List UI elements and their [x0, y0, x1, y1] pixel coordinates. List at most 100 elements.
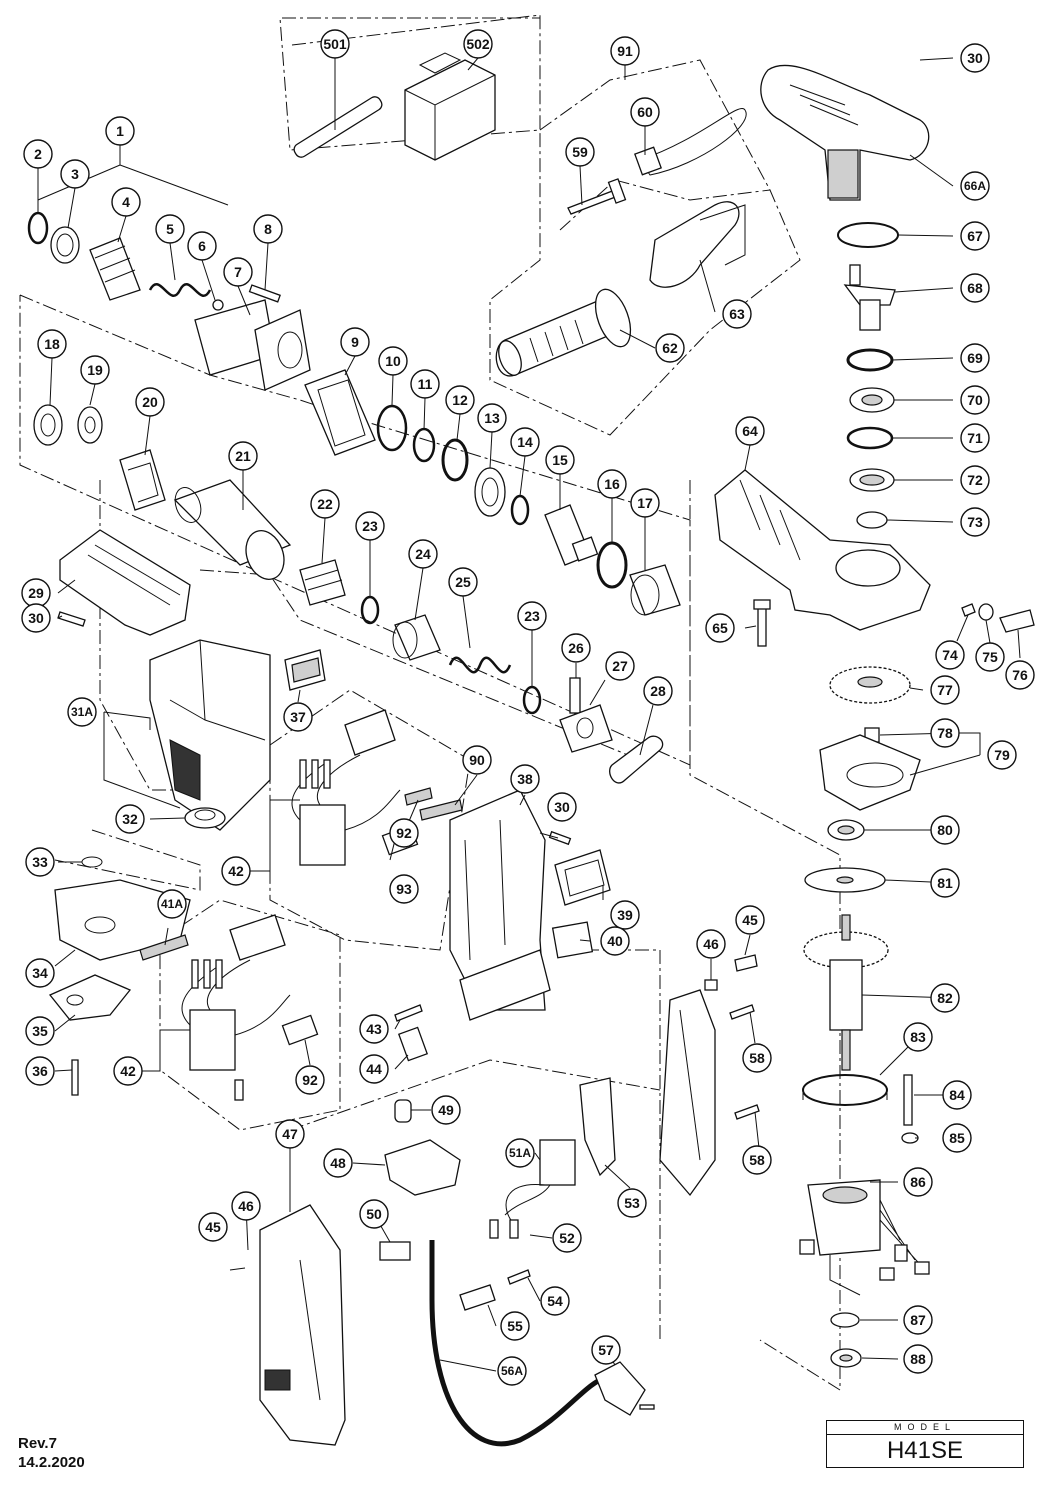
callout-22: 22: [310, 489, 340, 519]
svg-text:80: 80: [937, 822, 953, 838]
callout-37: 37: [283, 702, 313, 732]
svg-text:88: 88: [910, 1351, 926, 1367]
callout-31a: 31A: [67, 697, 97, 727]
callout-58b: 58: [742, 1145, 772, 1175]
cover-29-illustration: [59, 529, 191, 636]
callout-77: 77: [930, 675, 960, 705]
callout-13: 13: [477, 403, 507, 433]
bolt-84-illustration: [903, 1074, 913, 1126]
callout-17: 17: [630, 488, 660, 518]
rear-handle-cover-illustration: [760, 64, 930, 201]
callout-85: 85: [942, 1123, 972, 1153]
svg-text:44: 44: [366, 1061, 382, 1077]
revision-label: Rev.7: [18, 1435, 57, 1452]
screw-58b-illustration: [734, 1104, 760, 1120]
bolt-65-illustration: [753, 599, 771, 647]
svg-text:66A: 66A: [964, 179, 986, 193]
spring-5-illustration: [148, 282, 212, 298]
svg-text:74: 74: [942, 647, 958, 663]
bearing-88-illustration: [830, 1348, 862, 1368]
svg-text:16: 16: [604, 476, 620, 492]
callout-502: 502: [463, 29, 493, 59]
svg-text:57: 57: [598, 1342, 614, 1358]
svg-text:42: 42: [228, 863, 244, 879]
svg-text:22: 22: [317, 496, 333, 512]
svg-text:84: 84: [949, 1087, 965, 1103]
svg-text:76: 76: [1012, 667, 1028, 683]
screw-74-illustration: [961, 603, 976, 617]
svg-text:58: 58: [749, 1050, 765, 1066]
callout-78: 78: [930, 718, 960, 748]
svg-text:7: 7: [234, 264, 242, 280]
connecting-rod-28-illustration: [609, 735, 664, 784]
model-value: H41SE: [886, 1437, 964, 1464]
o-ring-71-illustration: [846, 426, 894, 450]
svg-text:10: 10: [385, 353, 401, 369]
callout-26: 26: [561, 633, 591, 663]
callout-36: 36: [25, 1056, 55, 1086]
svg-text:52: 52: [559, 1230, 575, 1246]
svg-text:68: 68: [967, 280, 983, 296]
svg-text:49: 49: [438, 1102, 454, 1118]
terminal-50-illustration: [379, 1241, 411, 1261]
svg-text:55: 55: [507, 1318, 523, 1334]
callout-9: 9: [340, 327, 370, 357]
callout-73: 73: [960, 507, 990, 537]
svg-text:67: 67: [967, 228, 983, 244]
svg-text:34: 34: [32, 965, 48, 981]
svg-text:36: 36: [32, 1063, 48, 1079]
svg-text:14: 14: [517, 434, 533, 450]
wiring-52-illustration: [489, 1184, 546, 1239]
svg-text:37: 37: [290, 709, 306, 725]
callout-34: 34: [25, 958, 55, 988]
callout-14: 14: [510, 427, 540, 457]
screw-30b-illustration: [548, 830, 572, 846]
callout-5: 5: [155, 214, 185, 244]
svg-text:13: 13: [484, 410, 500, 426]
bearing-80-illustration: [827, 819, 865, 841]
svg-text:1: 1: [116, 123, 124, 139]
svg-text:79: 79: [994, 747, 1010, 763]
callout-81: 81: [930, 868, 960, 898]
svg-text:91: 91: [617, 43, 633, 59]
callout-20: 20: [135, 387, 165, 417]
callout-25: 25: [448, 567, 478, 597]
svg-text:69: 69: [967, 350, 983, 366]
svg-text:56A: 56A: [501, 1364, 523, 1378]
callout-45b: 45: [198, 1212, 228, 1242]
cylinder-24-illustration: [392, 614, 441, 661]
handle-housing-illustration: [449, 789, 551, 1021]
svg-text:64: 64: [742, 423, 758, 439]
svg-text:83: 83: [910, 1029, 926, 1045]
svg-text:82: 82: [937, 990, 953, 1006]
pad-90-illustration: [419, 799, 463, 821]
callout-19: 19: [80, 355, 110, 385]
svg-text:72: 72: [967, 472, 983, 488]
o-ring-23-illustration: [360, 595, 380, 625]
svg-text:90: 90: [469, 752, 485, 768]
callout-27: 27: [605, 651, 635, 681]
svg-text:30: 30: [28, 610, 44, 626]
svg-text:28: 28: [650, 683, 666, 699]
o-ring-33-illustration: [81, 856, 103, 868]
svg-text:42: 42: [120, 1063, 136, 1079]
retaining-ring-2-illustration: [27, 211, 49, 245]
svg-text:46: 46: [238, 1198, 254, 1214]
svg-text:65: 65: [712, 620, 728, 636]
callout-43: 43: [359, 1014, 389, 1044]
svg-text:15: 15: [552, 452, 568, 468]
lever-76-illustration: [999, 609, 1035, 633]
callout-46b: 46: [231, 1191, 261, 1221]
screw-30-illustration: [57, 611, 86, 627]
svg-text:92: 92: [396, 825, 412, 841]
crank-shaft-illustration: [843, 264, 896, 331]
cap-3-illustration: [50, 226, 80, 264]
retainer-20-illustration: [119, 449, 166, 511]
callout-42b: 42: [113, 1056, 143, 1086]
callout-23b: 23: [517, 601, 547, 631]
svg-text:73: 73: [967, 514, 983, 530]
callout-16: 16: [597, 469, 627, 499]
callout-7: 7: [223, 257, 253, 287]
callout-29: 29: [21, 578, 51, 608]
crank-housing-illustration: [714, 469, 931, 631]
